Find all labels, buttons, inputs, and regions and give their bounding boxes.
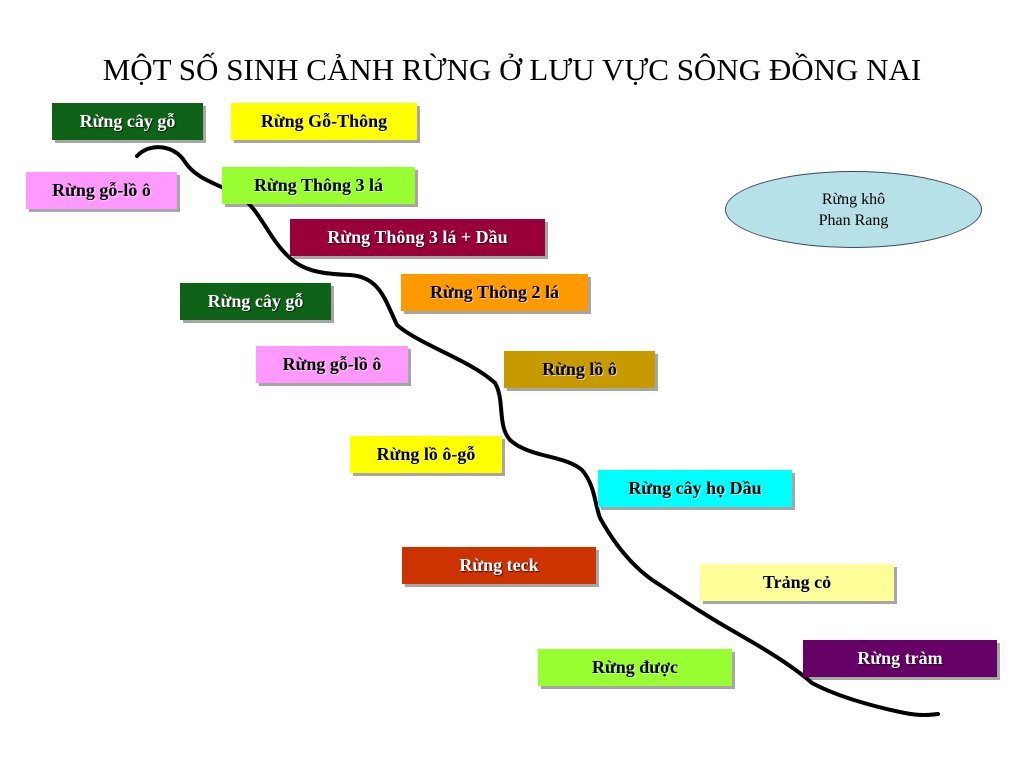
ellipse-line-2: Phan Rang: [818, 211, 889, 229]
ellipse-rung-kho-phan-rang: Rừng khô Phan Rang: [725, 171, 982, 248]
box-rung-duoc: Rừng được: [538, 649, 732, 686]
box-trang-co: Trảng cỏ: [700, 564, 894, 601]
box-rung-lo-o-go: Rừng lồ ô-gỗ: [350, 436, 502, 473]
box-rung-cay-go-1: Rừng cây gỗ: [52, 103, 203, 140]
box-rung-cay-ho-dau: Rừng cây họ Dầu: [598, 470, 792, 507]
box-rung-cay-go-2: Rừng cây gỗ: [180, 283, 331, 320]
box-rung-go-thong: Rừng Gỗ-Thông: [231, 103, 417, 140]
box-rung-tram: Rừng tràm: [803, 640, 997, 677]
box-rung-teck: Rừng teck: [402, 547, 596, 584]
box-rung-go-lo-o-1: Rừng gỗ-lồ ô: [26, 172, 177, 209]
ellipse-line-1: Rừng khô: [821, 190, 886, 208]
page-title: MỘT SỐ SINH CẢNH RỪNG Ở LƯU VỰC SÔNG ĐỒN…: [102, 52, 922, 87]
box-rung-thong-3-la: Rừng Thông 3 lá: [222, 167, 415, 204]
box-rung-thong-2-la: Rừng Thông 2 lá: [401, 274, 588, 311]
box-rung-go-lo-o-2: Rừng gỗ-lồ ô: [256, 346, 408, 383]
box-rung-lo-o: Rừng lồ ô: [504, 351, 655, 388]
box-rung-thong-3-la-dau: Rừng Thông 3 lá + Dầu: [290, 219, 545, 256]
